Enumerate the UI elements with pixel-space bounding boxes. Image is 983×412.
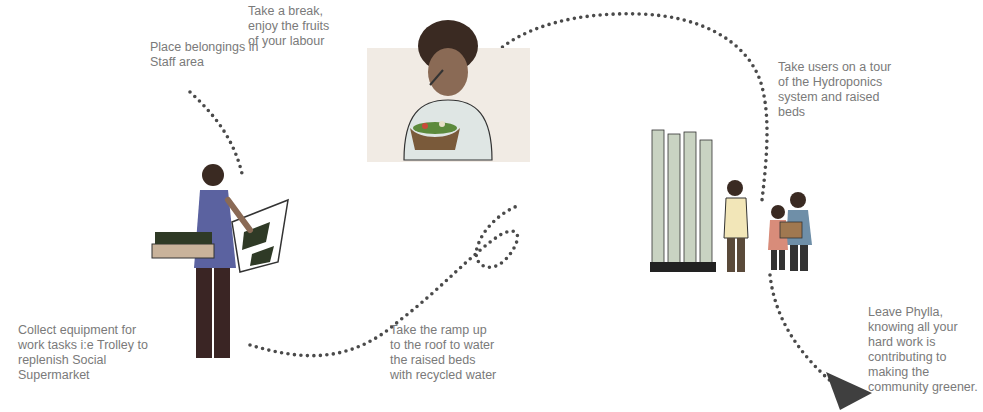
step-note: Take users on a tour of the Hydroponics … <box>778 60 893 120</box>
worker-figure <box>152 164 288 358</box>
tour-figures <box>724 180 812 272</box>
break-backdrop <box>367 48 530 162</box>
step-note: Take the ramp up to the roof to water th… <box>390 323 498 383</box>
journey-path <box>770 275 835 385</box>
arrow-head <box>826 372 872 410</box>
step-note: Collect equipment for work tasks i:e Tro… <box>18 323 158 383</box>
eating-figure <box>404 20 492 160</box>
step-note: Leave Phylla, knowing all your hard work… <box>868 305 980 395</box>
step-note: Take a break, enjoy the fruits of your l… <box>248 4 343 49</box>
hydroponics-tower <box>650 130 716 272</box>
